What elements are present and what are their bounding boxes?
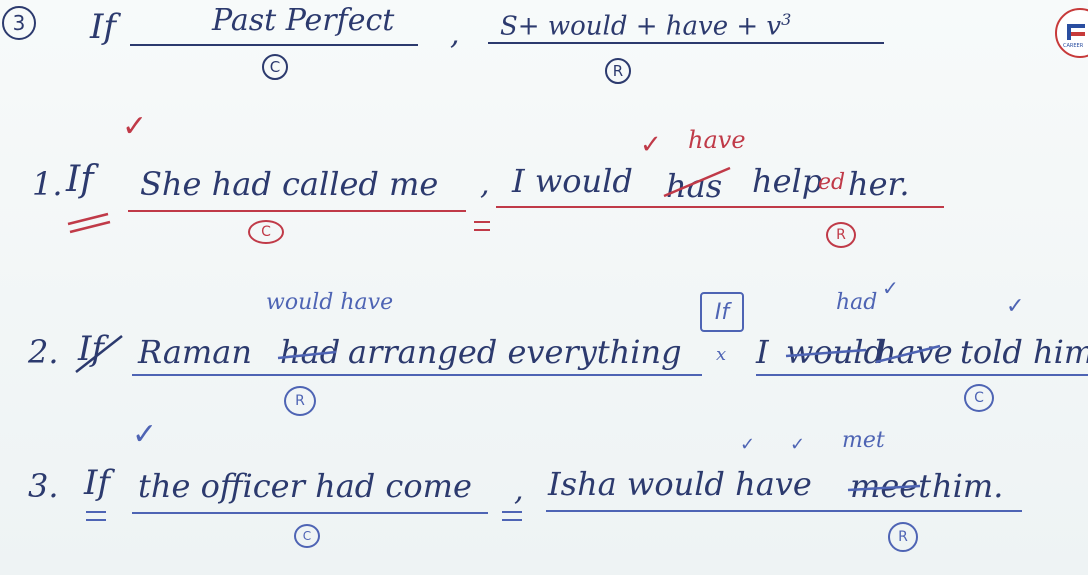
result-tag: R bbox=[605, 58, 631, 84]
s2-boxed-if-text: If bbox=[714, 299, 730, 325]
s2-rest-b: told him bbox=[960, 333, 1088, 371]
s3-number: 3. bbox=[28, 467, 59, 505]
tick-mark: ✓ bbox=[122, 109, 148, 144]
s1-clause-a: She had called me bbox=[140, 165, 439, 203]
s3-end: him. bbox=[932, 467, 1004, 505]
s2-struck-if: If bbox=[78, 329, 105, 369]
s1-clause-a-tag-text: C bbox=[261, 224, 271, 240]
s3-struck-word: meet bbox=[850, 467, 932, 505]
condition-underline bbox=[130, 44, 418, 46]
s2-struck-have: have bbox=[876, 333, 953, 371]
s3-clause-b-tag-text: R bbox=[898, 529, 908, 545]
s2-number: 2. bbox=[28, 333, 59, 371]
s1-added-suffix: ed bbox=[818, 170, 846, 195]
s1-correction: have bbox=[688, 126, 746, 154]
s1-clause-b-tag: R bbox=[826, 222, 856, 248]
s3-clause-b-underline bbox=[546, 510, 1022, 512]
s3-clause-a-underline bbox=[132, 512, 488, 514]
logo-mark-top bbox=[1067, 24, 1085, 28]
s2-tick: ✓ bbox=[1006, 294, 1025, 319]
s1-number: 1. bbox=[32, 165, 63, 203]
logo-mark-bottom bbox=[1071, 32, 1085, 36]
s3-clause-a-tag-text: C bbox=[302, 529, 312, 543]
s1-if-double-mark-2 bbox=[69, 220, 111, 234]
logo-text: CAREER bbox=[1063, 43, 1084, 49]
s2-clause-a-tag-text: R bbox=[295, 393, 305, 409]
s3-clause-b-tag: R bbox=[888, 522, 918, 552]
s1-if: If bbox=[66, 159, 94, 200]
s2-struck-would: would bbox=[786, 333, 884, 371]
s3-correction: met bbox=[842, 428, 885, 453]
condition-tag-text: C bbox=[269, 58, 281, 76]
s2-correction-a: would have bbox=[266, 290, 394, 315]
s1-clause-a-underline bbox=[128, 210, 466, 212]
heading-comma: , bbox=[450, 17, 460, 52]
s1-struck-word: has bbox=[666, 167, 723, 205]
s2-clause-b-underline bbox=[756, 374, 1088, 376]
heading-number: 3 bbox=[12, 11, 26, 35]
condition-tag: C bbox=[262, 54, 288, 80]
result-formula: S+ would + have + v3 bbox=[500, 12, 791, 40]
s2-boxed-if: If bbox=[700, 292, 744, 332]
s1-verb: help bbox=[752, 162, 823, 200]
s2-correction-tick: ✓ bbox=[882, 276, 899, 300]
s3-clause-a-tag: C bbox=[294, 524, 320, 548]
s2-clause-a-underline bbox=[132, 374, 702, 376]
s1-subject-b: I would bbox=[512, 162, 633, 200]
s2-clause-b-tag: C bbox=[964, 384, 994, 412]
s2-correction-b: had bbox=[836, 290, 878, 315]
condition-formula: Past Perfect bbox=[212, 3, 395, 38]
s3-tick-would: ✓ bbox=[740, 434, 756, 455]
s1-end: her. bbox=[848, 165, 910, 203]
s3-tick-have: ✓ bbox=[790, 434, 806, 455]
heading-if: If bbox=[90, 7, 117, 47]
s1-if-double-mark-1 bbox=[67, 212, 109, 226]
s2-subject-b: I bbox=[756, 333, 769, 371]
s2-struck-had: had bbox=[280, 333, 341, 371]
s1-clause-a-tag: C bbox=[248, 220, 284, 244]
result-tag-text: R bbox=[612, 62, 624, 80]
s1-correction-tick: ✓ bbox=[640, 130, 662, 160]
s1-separator: , bbox=[480, 167, 490, 202]
result-formula-superscript: 3 bbox=[781, 10, 792, 29]
s2-rest-a: arranged everything bbox=[348, 333, 682, 371]
s2-subject-a: Raman bbox=[138, 333, 252, 371]
s1-clause-b-underline bbox=[496, 206, 944, 208]
channel-logo: CAREER bbox=[1055, 8, 1088, 58]
s1-clause-b-tag-text: R bbox=[836, 227, 846, 243]
s2-clause-a-tag: R bbox=[284, 386, 316, 416]
s3-subject-b: Isha would have bbox=[548, 465, 812, 503]
s3-if: If bbox=[84, 463, 111, 503]
result-underline bbox=[488, 42, 884, 44]
s2-clause-b-tag-text: C bbox=[974, 390, 984, 406]
s3-tick: ✓ bbox=[132, 417, 158, 452]
s3-clause-a: the officer had come bbox=[138, 467, 472, 505]
logo-mark-side bbox=[1067, 24, 1071, 40]
heading-number-circle: 3 bbox=[2, 6, 36, 40]
s3-separator: , bbox=[514, 473, 524, 508]
result-formula-text: S+ would + have + v bbox=[500, 11, 782, 42]
s2-separator: x bbox=[716, 344, 727, 365]
